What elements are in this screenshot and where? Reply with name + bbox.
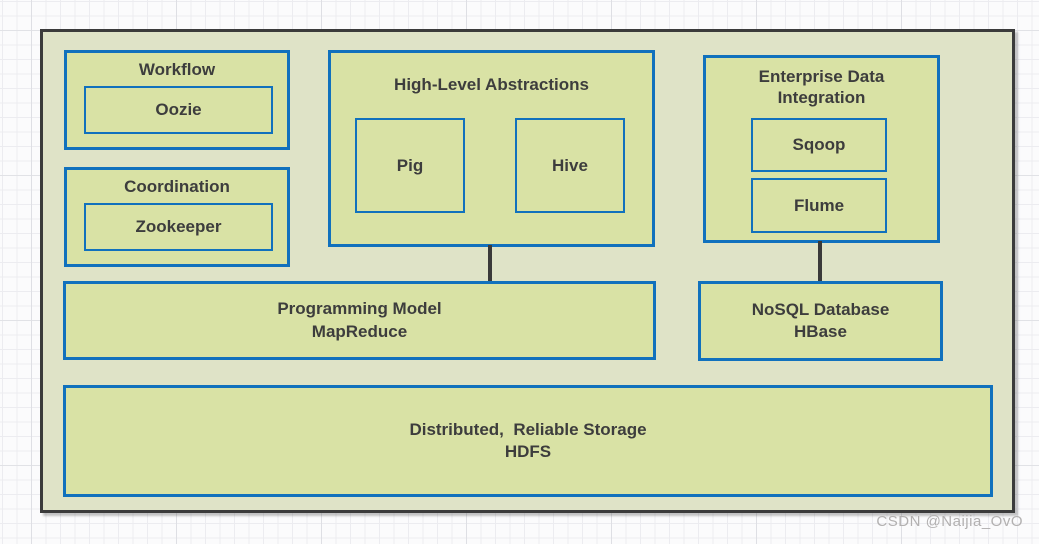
mapreduce-box: Programming Model MapReduce: [63, 281, 656, 360]
high-level-abstractions-title: High-Level Abstractions: [394, 75, 589, 94]
flume-box: Flume: [751, 178, 887, 233]
watermark-text: CSDN @Naijia_OvO: [876, 513, 1023, 530]
enterprise-data-integration-title: Enterprise Data Integration: [758, 67, 885, 108]
workflow-group-box: Workflow Oozie: [64, 50, 290, 150]
pig-label: Pig: [396, 155, 424, 175]
hdfs-box: Distributed, Reliable Storage HDFS: [63, 385, 993, 497]
storage-label: Distributed, Reliable Storage: [409, 419, 647, 439]
zookeeper-box: Zookeeper: [84, 203, 273, 251]
hive-box: Hive: [515, 118, 625, 213]
hbase-box: NoSQL Database HBase: [698, 281, 943, 361]
hive-label: Hive: [552, 155, 588, 175]
hbase-label: HBase: [794, 322, 847, 341]
coordination-group-box: Coordination Zookeeper: [64, 167, 290, 267]
programming-model-label: Programming Model: [277, 299, 442, 319]
coordination-title: Coordination: [124, 177, 230, 196]
flume-label: Flume: [793, 195, 845, 215]
nosql-database-label: NoSQL Database: [751, 299, 890, 319]
connector-integration-to-hbase: [818, 241, 822, 283]
high-level-abstractions-group-box: High-Level Abstractions Pig Hive: [328, 50, 655, 247]
hdfs-label: HDFS: [504, 442, 552, 461]
oozie-box: Oozie: [84, 86, 273, 134]
oozie-label: Oozie: [155, 100, 202, 119]
sqoop-box: Sqoop: [751, 118, 887, 172]
zookeeper-label: Zookeeper: [135, 217, 222, 236]
sqoop-label: Sqoop: [792, 135, 846, 154]
workflow-title: Workflow: [138, 60, 216, 79]
hadoop-ecosystem-outer-box: Workflow Oozie Coordination Zookeeper Hi…: [40, 29, 1015, 513]
mapreduce-label: MapReduce: [311, 321, 408, 341]
pig-box: Pig: [355, 118, 465, 213]
enterprise-data-integration-group-box: Enterprise Data Integration Sqoop Flume: [703, 55, 940, 243]
connector-abstractions-to-mapreduce: [488, 245, 492, 283]
